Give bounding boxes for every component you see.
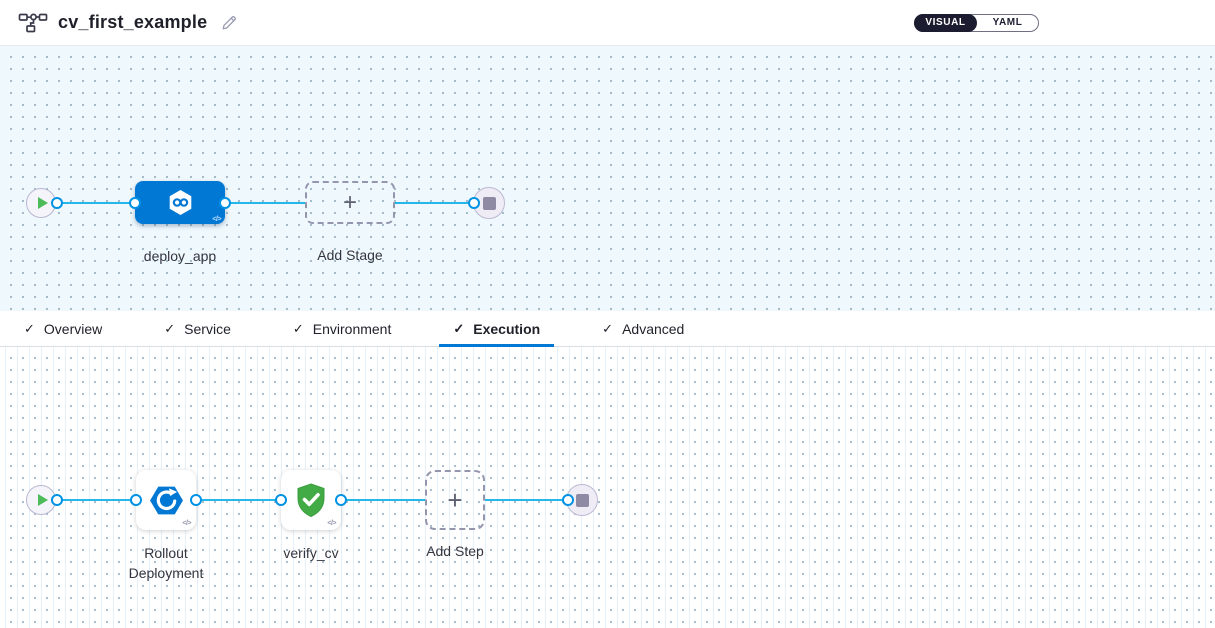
code-badge-icon: </> (212, 216, 221, 223)
add-stage-label: Add Stage (317, 247, 383, 263)
check-icon: ✓ (164, 320, 176, 336)
tab-label: Environment (312, 320, 392, 337)
connector-line (54, 499, 136, 501)
stage-config-tabs: ✓ Overview ✓ Service ✓ Environment ✓ Exe… (0, 311, 1215, 347)
add-step-label: Add Step (426, 543, 484, 559)
connector-line (485, 499, 568, 501)
tab-advanced[interactable]: ✓ Advanced (588, 311, 698, 346)
connector-line (196, 499, 281, 501)
execution-canvas[interactable]: </> </> + Rollout Deployment verify_cv A… (0, 347, 1215, 628)
check-icon: ✓ (453, 320, 465, 336)
stage-node-label: deploy_app (143, 248, 217, 264)
connector-port[interactable] (562, 494, 574, 506)
add-step-button[interactable]: + (425, 470, 485, 530)
connector-port[interactable] (130, 494, 142, 506)
tab-label: Overview (43, 320, 103, 337)
tab-label: Advanced (622, 320, 685, 337)
connector-port[interactable] (275, 494, 287, 506)
connector-line (54, 202, 135, 204)
connector-port[interactable] (190, 494, 202, 506)
pipeline-end-node (473, 187, 505, 219)
play-icon (38, 494, 48, 506)
view-toggle: VISUAL YAML (914, 14, 1039, 32)
code-badge-icon: </> (182, 520, 191, 527)
connector-line (341, 499, 425, 501)
check-icon: ✓ (24, 320, 35, 336)
connector-port[interactable] (219, 197, 231, 209)
connector-line (225, 202, 305, 204)
step-node-rollout-deployment[interactable]: </> (136, 470, 196, 530)
tab-label: Execution (473, 320, 541, 337)
connector-line (395, 202, 475, 204)
stop-icon (575, 493, 589, 507)
tab-execution[interactable]: ✓ Execution (439, 311, 554, 347)
tab-overview[interactable]: ✓ Overview (10, 311, 116, 346)
pipeline-icon (18, 13, 48, 32)
tab-service[interactable]: ✓ Service (150, 311, 245, 346)
page-title: cv_first_example (58, 12, 208, 32)
check-icon: ✓ (292, 320, 304, 336)
tab-environment[interactable]: ✓ Environment (279, 311, 406, 346)
step-label-line: Rollout (144, 545, 188, 561)
toggle-visual-button[interactable]: VISUAL (914, 14, 977, 32)
step-node-label: Rollout Deployment (106, 543, 226, 583)
step-node-label: verify_cv (283, 545, 339, 561)
play-icon (38, 197, 48, 209)
rolling-deployment-icon (149, 486, 183, 514)
stage-node-deploy-app[interactable]: </> (135, 181, 225, 224)
connector-port[interactable] (335, 494, 347, 506)
step-node-verify-cv[interactable]: </> (281, 470, 341, 530)
cd-hexagon-infinity-icon (169, 190, 191, 215)
connector-port[interactable] (468, 197, 480, 209)
add-stage-button[interactable]: + (305, 181, 395, 224)
plus-icon: + (447, 484, 463, 515)
edit-pencil-icon[interactable] (221, 14, 238, 31)
check-icon: ✓ (602, 320, 614, 336)
tab-label: Service (184, 320, 231, 337)
connector-port[interactable] (51, 494, 63, 506)
connector-port[interactable] (51, 197, 63, 209)
verify-shield-icon (297, 483, 325, 518)
header: cv_first_example VISUAL YAML (0, 0, 1215, 46)
stop-icon (482, 196, 496, 210)
plus-icon: + (342, 188, 357, 216)
connector-port[interactable] (129, 197, 141, 209)
toggle-yaml-button[interactable]: YAML (992, 17, 1023, 28)
stage-canvas[interactable]: </> + deploy_app Add Stage (0, 46, 1215, 311)
code-badge-icon: </> (327, 520, 336, 527)
step-label-line: Deployment (128, 565, 204, 581)
